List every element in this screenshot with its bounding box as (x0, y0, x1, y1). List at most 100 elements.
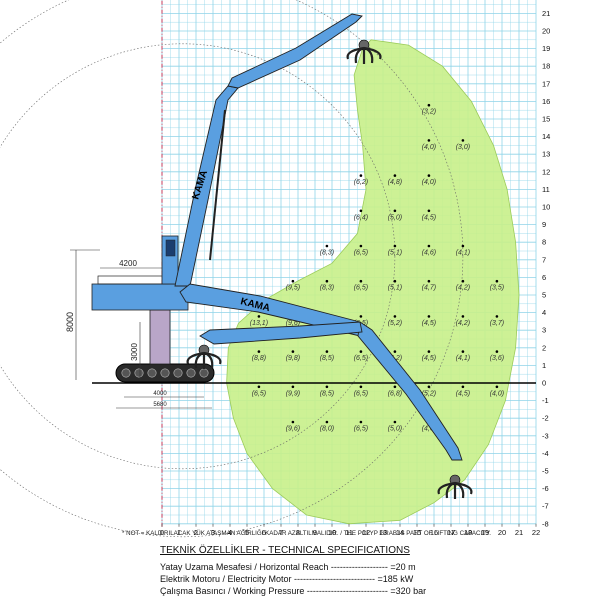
x-tick-label: 13 (379, 528, 387, 537)
grab-upper (346, 39, 382, 65)
capacity-label: (3,0) (456, 144, 470, 151)
y-tick-label: -1 (542, 396, 549, 405)
dim-cabin-offset-label: 4200 (119, 259, 137, 268)
y-tick-label: 6 (542, 273, 546, 282)
capacity-label: (6,5) (252, 390, 266, 397)
grab-tine (354, 46, 365, 64)
capacity-label: (5,0) (388, 214, 402, 221)
x-tick-label: 1 (177, 528, 181, 537)
capacity-point: (4,2) (456, 279, 470, 292)
capacity-point: (8,5) (320, 350, 334, 362)
capacity-label: (9,5) (286, 285, 300, 292)
capacity-dot (393, 385, 397, 389)
hydraulic-cylinder (209, 109, 226, 261)
grab-tine (454, 481, 473, 495)
upper-deck (91, 283, 189, 311)
capacity-label: (8,5) (320, 355, 334, 362)
capacity-point: (8,5) (320, 385, 334, 397)
capacity-label: (4,0) (422, 144, 436, 151)
y-tick-label: 9 (542, 220, 546, 229)
capacity-label: (8,0) (320, 426, 334, 433)
capacity-dot (291, 420, 295, 424)
y-tick-label: 4 (542, 308, 546, 317)
capacity-label: (6,8) (388, 390, 402, 397)
capacity-point: (6,5) (354, 350, 368, 362)
capacity-label: (3,5) (490, 285, 504, 292)
capacity-label: (4,5) (422, 320, 436, 327)
x-tick-label: 5 (245, 528, 249, 537)
capacity-dot (291, 385, 295, 389)
capacity-label: (4,1) (456, 250, 470, 257)
grab-lower (437, 474, 473, 499)
capacity-point: (3,2) (422, 103, 436, 116)
x-tick-label: 15 (413, 528, 421, 537)
stick-upper (227, 13, 363, 89)
y-tick-label: 7 (542, 255, 546, 264)
capacity-label: (3,6) (490, 355, 504, 362)
track-roller (199, 368, 209, 378)
capacity-label: (4,5) (422, 214, 436, 221)
capacity-dot (359, 279, 363, 283)
capacity-point: (5,0) (388, 209, 402, 221)
capacity-label: (6,2) (354, 179, 368, 186)
track-roller (160, 368, 170, 378)
y-tick-label: 20 (542, 27, 550, 36)
capacity-dot (359, 315, 363, 318)
capacity-dot (427, 139, 431, 142)
y-tick-label: -2 (542, 414, 549, 423)
capacity-dot (359, 174, 363, 177)
capacity-dot (359, 385, 363, 389)
capacity-dot (427, 385, 431, 389)
x-tick-label: 2 (194, 528, 198, 537)
x-tick-label: 22 (532, 528, 540, 537)
capacity-label: (6,5) (354, 390, 368, 397)
x-tick-label: 16 (430, 528, 438, 537)
capacity-dot (427, 279, 431, 283)
capacity-label: (13,1) (250, 320, 268, 327)
track-roller (147, 368, 157, 378)
capacity-label: (6,5) (354, 250, 368, 257)
y-tick-label: 3 (542, 326, 546, 335)
capacity-label: (8,8) (252, 355, 266, 362)
capacity-point: (4,5) (422, 315, 436, 327)
capacity-label: (3,2) (422, 109, 436, 116)
track-roller (173, 368, 183, 378)
capacity-dot (359, 244, 363, 248)
dim-height-column-label: 3000 (130, 343, 139, 361)
capacity-dot (427, 244, 431, 248)
track-roller (121, 368, 131, 378)
boom-upper (174, 85, 239, 287)
stick-lower (357, 321, 463, 461)
capacity-dot (461, 385, 465, 389)
dim-track-width-label: 4000 (153, 391, 167, 397)
capacity-dot (359, 209, 363, 213)
reach-arc-outer (0, 0, 464, 537)
capacity-point: (4,7) (422, 279, 436, 292)
working-envelope (226, 39, 520, 525)
spec-value: =20 m (390, 562, 416, 572)
y-tick-label: -7 (542, 502, 549, 511)
capacity-dot (427, 315, 431, 318)
capacity-label: (6,5) (354, 426, 368, 433)
capacity-dot (461, 139, 465, 142)
capacity-dot (427, 174, 431, 177)
capacity-label: (4,0) (422, 179, 436, 186)
x-tick-label: 12 (362, 528, 370, 537)
capacity-dot (393, 315, 397, 318)
capacity-point: (3,7) (490, 315, 504, 327)
x-tick-label: 17 (447, 528, 455, 537)
spec-value: =320 bar (390, 586, 427, 596)
grab-tine (445, 481, 456, 499)
capacity-label: (5,1) (388, 250, 402, 257)
capacity-point: (9,5) (286, 279, 300, 292)
capacity-point: (4,2) (456, 315, 470, 327)
x-tick-label: 6 (262, 528, 266, 537)
capacity-label: (5,0) (388, 426, 402, 433)
capacity-dot (393, 420, 397, 424)
capacity-dot (461, 279, 465, 283)
capacity-label: (5,2) (422, 390, 436, 397)
capacity-point: (4,0) (422, 174, 436, 186)
capacity-dot (495, 385, 499, 389)
capacity-label: (4,1) (456, 355, 470, 362)
